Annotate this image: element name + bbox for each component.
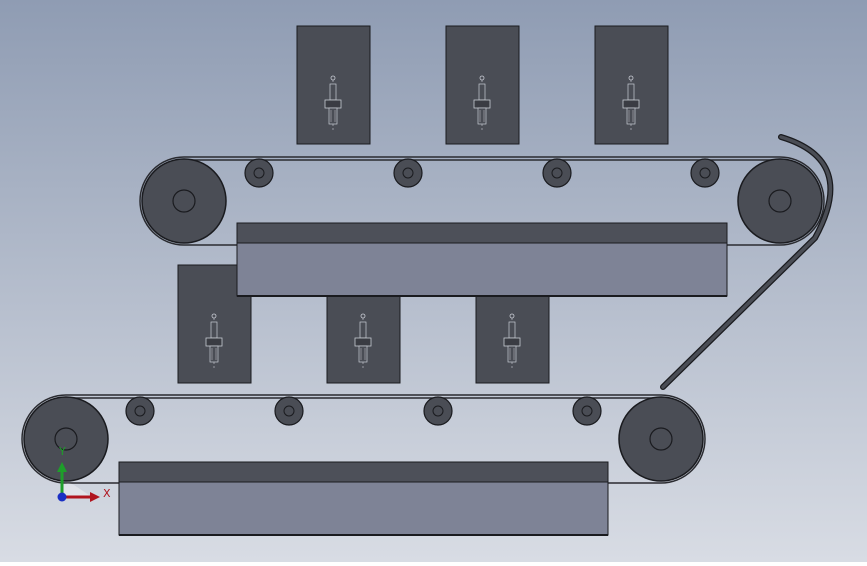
tray-front-face — [118, 481, 609, 536]
idler-hub — [581, 405, 593, 417]
nozzle-icon — [473, 75, 491, 132]
idler-hub — [283, 405, 295, 417]
nozzle-icon — [622, 75, 640, 132]
lower-pulley-right[interactable] — [618, 396, 704, 482]
pulley-hub — [54, 427, 78, 451]
nozzle-icon — [205, 313, 223, 370]
idler-hub — [134, 405, 146, 417]
upper-idler-3[interactable] — [542, 158, 572, 188]
lower-idler-4[interactable] — [572, 396, 602, 426]
idler-hub — [432, 405, 444, 417]
tray-top-face — [236, 222, 728, 244]
transfer-chute[interactable] — [660, 134, 834, 390]
upper-belt — [139, 156, 825, 246]
x-arrow-icon — [90, 492, 100, 502]
upper-station-2[interactable] — [445, 25, 520, 145]
upper-conveyor[interactable] — [139, 25, 825, 246]
y-axis-label: Y — [58, 445, 66, 458]
lower-belt — [21, 394, 706, 484]
z-axis-icon — [57, 492, 67, 502]
tray-front-face — [236, 242, 728, 297]
lower-idler-1[interactable] — [125, 396, 155, 426]
coordinate-triad: Y X — [57, 445, 111, 502]
upper-idler-4[interactable] — [690, 158, 720, 188]
idler-hub — [699, 167, 711, 179]
x-axis-label: X — [103, 487, 111, 500]
idler-hub — [551, 167, 563, 179]
lower-tray[interactable] — [118, 461, 609, 536]
upper-tray[interactable] — [236, 222, 728, 297]
idler-hub — [253, 167, 265, 179]
tray-top-face — [118, 461, 609, 483]
idler-hub — [402, 167, 414, 179]
nozzle-icon — [324, 75, 342, 132]
nozzle-icon — [354, 313, 372, 370]
pulley-hub — [649, 427, 673, 451]
upper-station-3[interactable] — [594, 25, 669, 145]
pulley-hub — [768, 189, 792, 213]
upper-idler-1[interactable] — [244, 158, 274, 188]
nozzle-icon — [503, 313, 521, 370]
pulley-hub — [172, 189, 196, 213]
upper-station-1[interactable] — [296, 25, 371, 145]
lower-idler-3[interactable] — [423, 396, 453, 426]
upper-idler-2[interactable] — [393, 158, 423, 188]
upper-pulley-left[interactable] — [141, 158, 227, 244]
lower-pulley-left[interactable] — [23, 396, 109, 482]
y-arrow-icon — [57, 462, 67, 472]
triad-plane — [62, 483, 92, 497]
lower-idler-2[interactable] — [274, 396, 304, 426]
upper-pulley-right[interactable] — [737, 158, 823, 244]
